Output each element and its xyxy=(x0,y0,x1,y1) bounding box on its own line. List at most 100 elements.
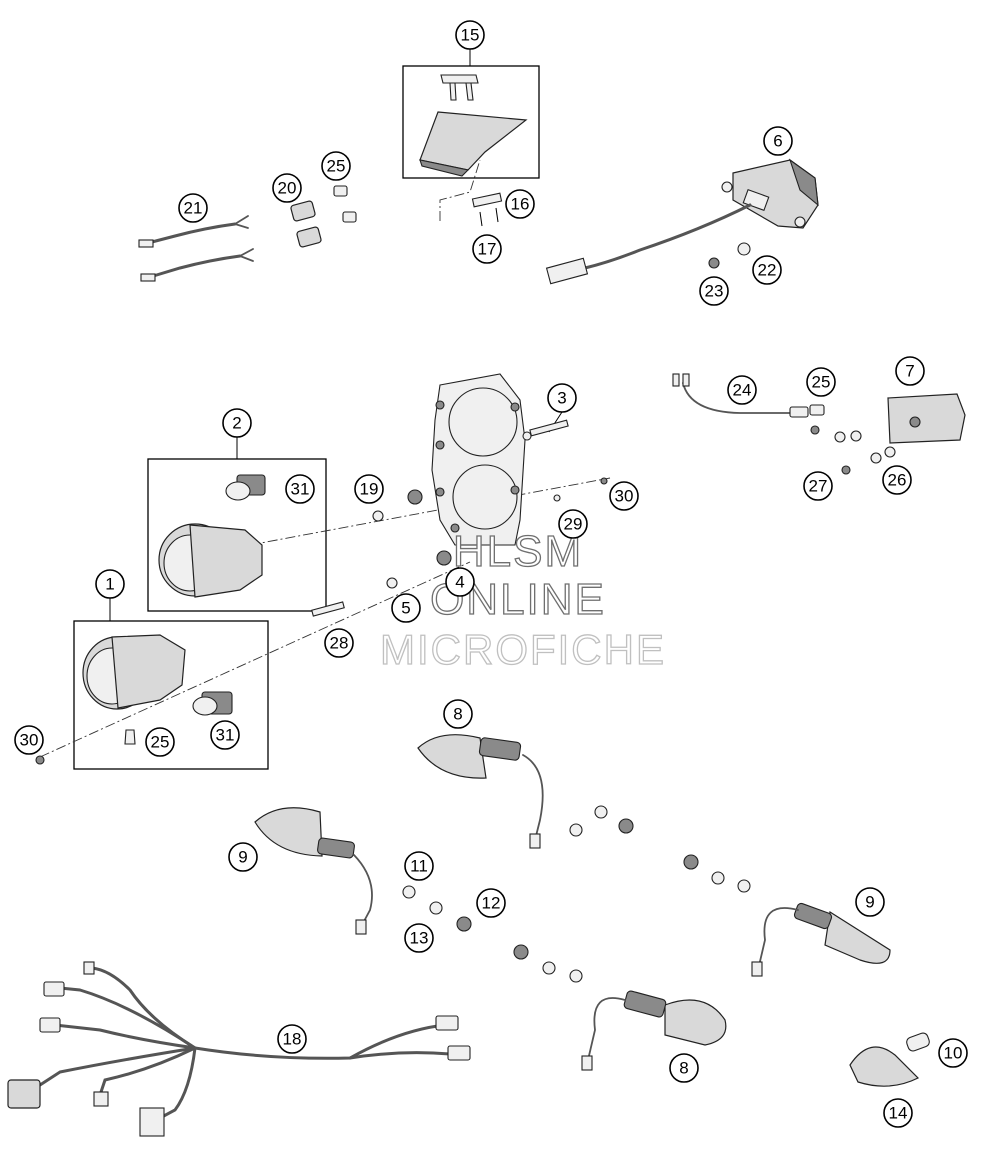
headlight-1-part xyxy=(35,634,233,765)
callout-10[interactable]: 10 xyxy=(938,1038,968,1068)
callout-label: 18 xyxy=(283,1030,302,1049)
callout-circle xyxy=(285,474,315,504)
headlight-bracket-part xyxy=(311,373,608,617)
callout-7[interactable]: 7 xyxy=(895,356,925,386)
callout-circle xyxy=(752,255,782,285)
group-box-15 xyxy=(402,65,540,179)
callout-label: 8 xyxy=(453,705,462,724)
bulb-and-wire-parts-top-left xyxy=(138,185,357,282)
callout-label: 25 xyxy=(812,373,831,392)
callout-30-left[interactable]: 30 xyxy=(14,725,44,755)
callout-circle xyxy=(210,720,240,750)
callout-circle xyxy=(178,193,208,223)
callout-label: 24 xyxy=(733,381,752,400)
callout-label: 1 xyxy=(105,575,114,594)
callout-22[interactable]: 22 xyxy=(752,255,782,285)
wiring-harness-part xyxy=(7,961,471,1137)
callout-26[interactable]: 26 xyxy=(882,465,912,495)
callout-29[interactable]: 29 xyxy=(558,509,588,539)
callout-circle xyxy=(404,851,434,881)
callout-label: 23 xyxy=(705,282,724,301)
callout-label: 12 xyxy=(482,894,501,913)
callout-16[interactable]: 16 xyxy=(505,189,535,219)
callout-12[interactable]: 12 xyxy=(476,888,506,918)
callout-circle xyxy=(222,408,252,438)
callout-25-headlight[interactable]: 25 xyxy=(145,727,175,757)
callout-8-lower[interactable]: 8 xyxy=(669,1053,699,1083)
callout-circle xyxy=(272,173,302,203)
callout-label: 2 xyxy=(232,414,241,433)
callout-circle xyxy=(609,481,639,511)
callout-4[interactable]: 4 xyxy=(445,567,475,597)
callout-circle xyxy=(727,375,757,405)
callout-18[interactable]: 18 xyxy=(277,1024,307,1054)
callout-30-right[interactable]: 30 xyxy=(609,481,639,511)
callout-9-left[interactable]: 9 xyxy=(228,842,258,872)
callout-circle xyxy=(321,151,351,181)
callout-label: 25 xyxy=(327,157,346,176)
turn-signal-rear-9 xyxy=(751,902,891,977)
callout-25-right[interactable]: 25 xyxy=(806,367,836,397)
callout-circle xyxy=(505,189,535,219)
callout-label: 19 xyxy=(360,480,379,499)
callout-label: 5 xyxy=(401,599,410,618)
callout-label: 13 xyxy=(410,929,429,948)
callout-circle xyxy=(558,509,588,539)
callout-label: 31 xyxy=(216,726,235,745)
callout-circle xyxy=(763,126,793,156)
callout-label: 9 xyxy=(238,848,247,867)
callout-2[interactable]: 2 xyxy=(222,408,252,438)
callout-31-lower[interactable]: 31 xyxy=(210,720,240,750)
callout-28[interactable]: 28 xyxy=(324,628,354,658)
callout-label: 21 xyxy=(184,199,203,218)
callout-circle xyxy=(95,569,125,599)
callout-circle xyxy=(354,474,384,504)
callout-8-upper[interactable]: 8 xyxy=(443,699,473,729)
turn-signal-rear-8 xyxy=(581,990,727,1071)
callout-circle xyxy=(404,923,434,953)
callout-13[interactable]: 13 xyxy=(404,923,434,953)
callout-circle xyxy=(806,367,836,397)
callout-circle xyxy=(547,383,577,413)
callout-label: 27 xyxy=(809,477,828,496)
callout-1[interactable]: 1 xyxy=(95,569,125,599)
watermark: HLSM ONLINE MICROFICHE xyxy=(379,526,666,673)
callout-31-upper[interactable]: 31 xyxy=(285,474,315,504)
callout-20[interactable]: 20 xyxy=(272,173,302,203)
callout-6[interactable]: 6 xyxy=(763,126,793,156)
callout-circle xyxy=(324,628,354,658)
callout-15[interactable]: 15 xyxy=(455,20,485,50)
callout-17[interactable]: 17 xyxy=(472,234,502,264)
callout-circle xyxy=(895,356,925,386)
callout-label: 26 xyxy=(888,471,907,490)
callout-circle xyxy=(476,888,506,918)
callout-label: 3 xyxy=(557,389,566,408)
turn-signal-front-left-8 xyxy=(417,734,544,849)
callout-9-right[interactable]: 9 xyxy=(855,887,885,917)
callout-21[interactable]: 21 xyxy=(178,193,208,223)
callout-5[interactable]: 5 xyxy=(391,593,421,623)
callout-label: 7 xyxy=(905,362,914,381)
callout-14[interactable]: 14 xyxy=(883,1098,913,1128)
callout-19[interactable]: 19 xyxy=(354,474,384,504)
watermark-line-3: MICROFICHE xyxy=(380,626,666,673)
callout-23[interactable]: 23 xyxy=(699,276,729,306)
callout-label: 28 xyxy=(330,634,349,653)
callout-24[interactable]: 24 xyxy=(727,375,757,405)
watermark-line-1: HLSM xyxy=(453,527,583,576)
callout-label: 31 xyxy=(291,480,310,499)
callout-circle xyxy=(445,567,475,597)
callout-label: 10 xyxy=(944,1044,963,1063)
callout-25-top[interactable]: 25 xyxy=(321,151,351,181)
callout-11[interactable]: 11 xyxy=(404,851,434,881)
callout-27[interactable]: 27 xyxy=(803,471,833,501)
callout-circle xyxy=(443,699,473,729)
callout-label: 30 xyxy=(615,487,634,506)
callout-circle xyxy=(669,1053,699,1083)
callout-circle xyxy=(472,234,502,264)
callout-3[interactable]: 3 xyxy=(547,383,577,413)
turn-signal-front-right-9 xyxy=(254,807,373,935)
callout-label: 8 xyxy=(679,1059,688,1078)
callout-label: 14 xyxy=(889,1104,908,1123)
